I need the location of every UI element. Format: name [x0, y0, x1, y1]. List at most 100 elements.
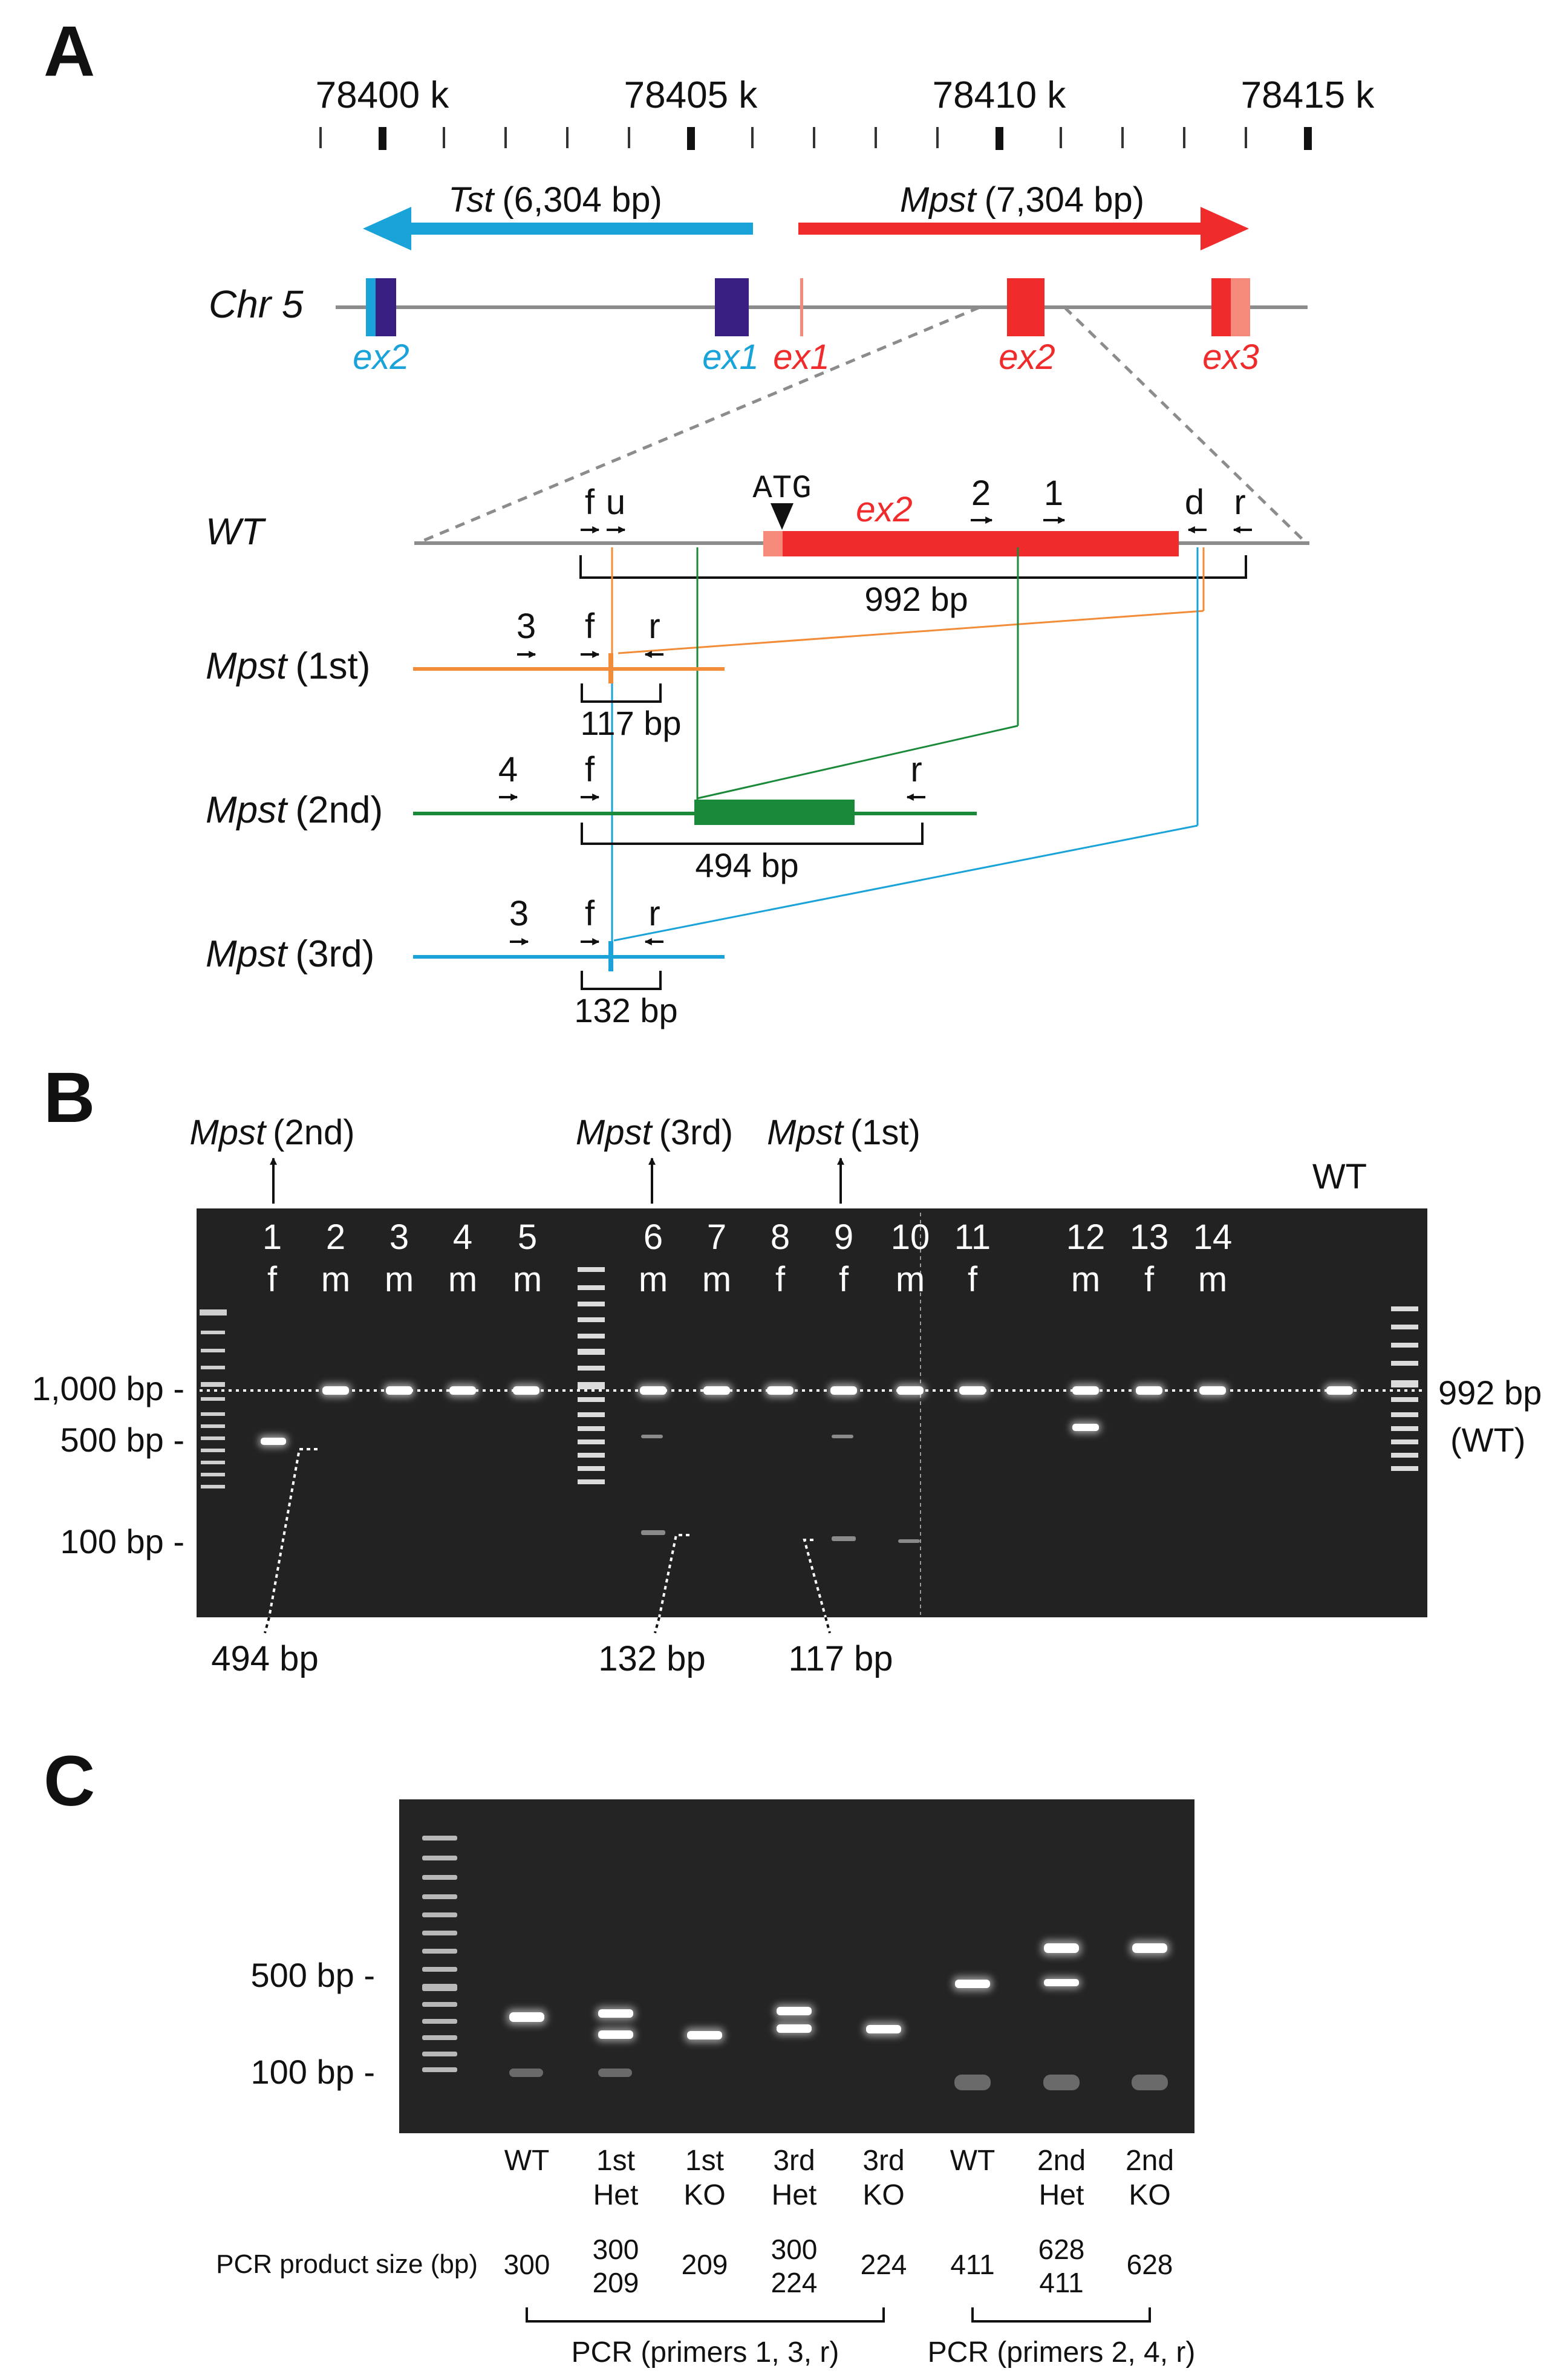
mpst-ex1-box	[800, 278, 803, 336]
c-lane-8-top: 2nd	[1126, 2145, 1174, 2177]
annot-2nd-gene: Mpst	[189, 1113, 267, 1152]
lane-3-sex: m	[385, 1260, 414, 1299]
lane-6-num: 6	[644, 1218, 663, 1257]
lane-13-num: 13	[1130, 1218, 1169, 1257]
exon-boxes	[366, 278, 1250, 336]
tst-name: Tst	[448, 180, 495, 220]
wt-primer-arrows	[581, 517, 1252, 533]
tick-label-78410: 78410 k	[933, 74, 1067, 116]
pcr-bracket-2	[971, 2307, 1151, 2323]
size-lane-2a: 300	[593, 2234, 639, 2265]
allele-3rd-size: 132 bp	[574, 991, 677, 1029]
second-connector-diag	[697, 725, 1018, 800]
mpst-name: Mpst	[900, 180, 978, 220]
product-sizes: 300 300 209 209 300 224 224 411 628 411 …	[504, 2234, 1173, 2298]
c-lane-3-top: 1st	[685, 2145, 724, 2177]
lane-14-num: 14	[1193, 1218, 1233, 1257]
tst-ex1-box	[715, 278, 749, 336]
pcr-bracket-1	[526, 2307, 885, 2323]
lane-2-num: 2	[326, 1218, 345, 1257]
primer-r-label: r	[1234, 483, 1245, 522]
lane-10-sex: m	[896, 1260, 925, 1299]
gel-c-bands	[507, 1940, 1170, 2090]
annot-1st-suffix: (1st)	[850, 1113, 921, 1152]
lane-4-sex: m	[448, 1260, 477, 1299]
allele-3rd-primer-3: 3	[509, 894, 529, 933]
gel-b-callouts	[268, 1448, 827, 1618]
mpst-size: (7,304 bp)	[985, 180, 1144, 220]
allele-3rd-label: Mpst(3rd)	[206, 933, 374, 975]
gel-b-callouts-outside	[264, 1617, 831, 1634]
tst-ex2-label: ex2	[353, 337, 409, 377]
primer-d-label: d	[1185, 483, 1204, 522]
allele-1st-gene: Mpst	[206, 645, 288, 687]
lane-1-num: 1	[262, 1218, 282, 1257]
allele-2nd-label: Mpst(2nd)	[206, 789, 383, 831]
size-lane-8: 628	[1127, 2249, 1173, 2280]
pcr-bracket-1-label: PCR (primers 1, 3, r)	[572, 2336, 839, 2369]
allele-2nd-insert	[694, 800, 855, 825]
annot-arrows	[270, 1157, 844, 1204]
lane-11-sex: f	[968, 1260, 978, 1299]
tick-label-78415: 78415 k	[1241, 74, 1375, 116]
lane-6-sex: m	[639, 1260, 668, 1299]
minor-ticks	[319, 127, 1247, 148]
wt-ex2-box	[783, 531, 1179, 556]
allele-1st-primer-f: f	[585, 607, 595, 646]
size-lane-7a: 628	[1038, 2234, 1085, 2265]
allele-2nd-suffix: (2nd)	[295, 789, 383, 831]
allele-3rd-primer-f: f	[585, 894, 595, 933]
allele-1st-bracket	[581, 683, 662, 703]
mpst-ex2-label: ex2	[999, 337, 1055, 377]
allele-2nd-primer-4: 4	[498, 750, 518, 789]
allele-2nd-bracket	[581, 823, 924, 845]
c-lane-5-bottom: KO	[862, 2179, 904, 2211]
mpst-arrow	[798, 207, 1249, 250]
size-lane-3: 209	[682, 2249, 728, 2280]
annot-3rd-gene: Mpst	[576, 1113, 654, 1152]
size-lane-1: 300	[504, 2249, 550, 2280]
annot-3rd-suffix: (3rd)	[659, 1113, 733, 1152]
c-lane-5-top: 3rd	[862, 2145, 904, 2177]
gel-c-marker-500: 500 bp -	[251, 1956, 376, 1994]
ladder-middle	[578, 1267, 605, 1484]
allele-1st-size: 117 bp	[580, 704, 681, 742]
lane-3-num: 3	[389, 1218, 409, 1257]
gel-c-ladder	[422, 1836, 457, 2072]
lane-10-num: 10	[891, 1218, 930, 1257]
tst-size: (6,304 bp)	[502, 180, 662, 220]
panel-a: A 78400 k 78405 k 78410 k 78415 k	[44, 11, 1375, 1029]
annot-2nd: Mpst(2nd)	[189, 1113, 354, 1152]
allele-3rd-suffix: (3rd)	[295, 933, 374, 975]
atg-triangle	[771, 503, 794, 530]
panel-c: C	[44, 1741, 1195, 2369]
allele-2nd-primer-f: f	[585, 750, 595, 789]
lane-1-sex: f	[267, 1260, 278, 1299]
gel-b-marker-1000: 1,000 bp -	[32, 1369, 184, 1407]
c-lane-4-bottom: Het	[772, 2179, 817, 2211]
annot-3rd: Mpst(3rd)	[576, 1113, 733, 1152]
c-lane-6-top: WT	[950, 2145, 996, 2177]
lane-12-sex: m	[1071, 1260, 1100, 1299]
major-ticks	[379, 127, 1312, 150]
allele-3rd-bracket	[581, 971, 662, 990]
mpst-ex2-box	[1007, 278, 1044, 336]
lane-8-num: 8	[771, 1218, 790, 1257]
size-lane-7b: 411	[1039, 2267, 1083, 2298]
c-lane-4-top: 3rd	[773, 2145, 815, 2177]
allele-1st-primer-3: 3	[517, 607, 536, 646]
allele-1st-label: Mpst(1st)	[206, 645, 370, 687]
size-lane-4b: 224	[771, 2267, 818, 2298]
c-lane-8-bottom: KO	[1129, 2179, 1170, 2211]
coordinate-ruler: 78400 k 78405 k 78410 k 78415 k	[316, 74, 1375, 150]
gel-b-marker-500: 500 bp -	[60, 1421, 185, 1459]
lane-2-sex: m	[321, 1260, 350, 1299]
mpst-ex3-label: ex3	[1202, 337, 1259, 377]
wt-bracket	[579, 555, 1247, 579]
lane-8-sex: f	[775, 1260, 786, 1299]
c-lane-7-bottom: Het	[1039, 2179, 1084, 2211]
panel-b-label: B	[44, 1058, 95, 1138]
pcr-bracket-2-label: PCR (primers 2, 4, r)	[928, 2336, 1196, 2369]
tst-label: Tst(6,304 bp)	[448, 180, 662, 220]
